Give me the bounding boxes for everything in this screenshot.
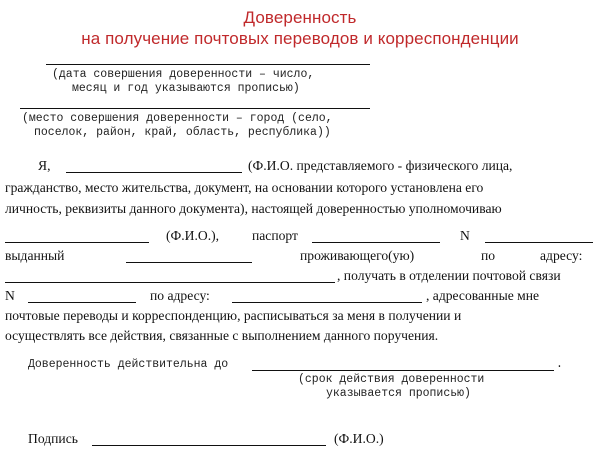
text-issued: выданный xyxy=(5,248,65,263)
text-valid-dot: . xyxy=(556,358,563,371)
passport-series-line[interactable] xyxy=(312,242,440,243)
passport-number-line[interactable] xyxy=(485,242,593,243)
text-fio: (Ф.И.О.), xyxy=(166,228,220,243)
document-subtitle: на получение почтовых переводов и коррес… xyxy=(81,29,519,48)
place-hint-line2: поселок, район, край, область, республик… xyxy=(34,126,331,139)
date-hint-line1: (дата совершения доверенности – число, xyxy=(52,68,315,81)
term-hint-line2: указывается прописью) xyxy=(326,387,471,400)
post-office-address-line[interactable] xyxy=(232,302,422,303)
text-receive-post-office: , получать в отделении почтовой связи xyxy=(337,268,561,283)
text-ya: Я, xyxy=(38,158,51,173)
post-office-number-line[interactable] xyxy=(28,302,136,303)
text-postal-transfers: почтовые переводы и корреспонденцию, рас… xyxy=(5,308,462,323)
text-po: по xyxy=(481,248,496,263)
text-addressed: , адресованные мне xyxy=(426,288,540,303)
text-identity-line: личность, реквизиты данного документа), … xyxy=(5,201,502,216)
signature-line[interactable] xyxy=(92,445,326,446)
text-passport: паспорт xyxy=(252,228,298,243)
text-citizenship-line: гражданство, место жительства, документ,… xyxy=(5,180,484,195)
text-n: N xyxy=(460,228,470,243)
text-address: адресу: xyxy=(540,248,583,263)
residence-address-line[interactable] xyxy=(5,282,335,283)
representative-name-line[interactable] xyxy=(5,242,149,243)
text-valid-until: Доверенность действительна до xyxy=(28,358,229,371)
text-principal-desc: (Ф.И.О. представляемого - физического ли… xyxy=(248,158,513,173)
text-residing: проживающего(ую) xyxy=(300,248,415,263)
text-signature: Подпись xyxy=(28,431,78,446)
text-n2: N xyxy=(5,288,15,303)
validity-term-line[interactable] xyxy=(252,370,554,371)
text-signature-fio: (Ф.И.О.) xyxy=(334,431,384,446)
principal-name-line[interactable] xyxy=(66,172,242,173)
text-all-actions: осуществлять все действия, связанные с в… xyxy=(5,328,439,343)
issued-by-line[interactable] xyxy=(126,262,252,263)
date-hint-line2: месяц и год указываются прописью) xyxy=(72,82,300,95)
date-blank-line[interactable] xyxy=(46,64,370,65)
place-hint-line1: (место совершения доверенности – город (… xyxy=(22,112,333,125)
place-blank-line[interactable] xyxy=(20,108,370,109)
document-title: Доверенность xyxy=(243,8,357,27)
text-po-address: по адресу: xyxy=(150,288,210,303)
term-hint-line1: (срок действия доверенности xyxy=(298,373,485,386)
